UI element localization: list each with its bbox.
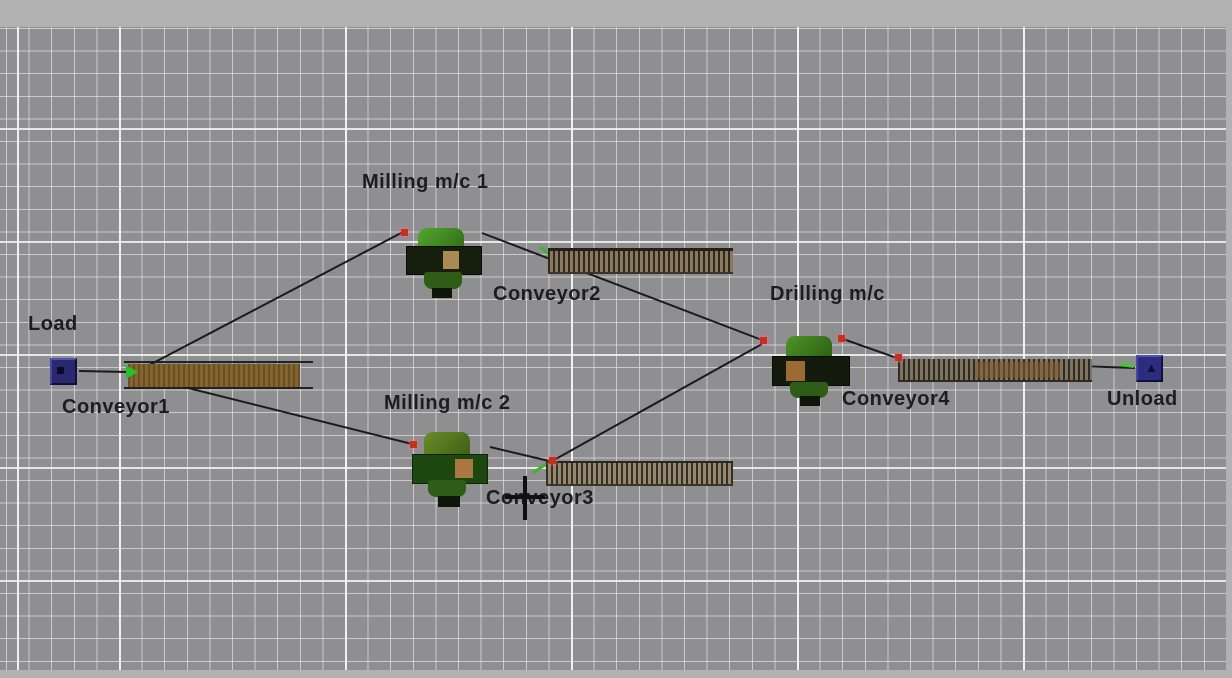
milling1-workpiece xyxy=(443,251,459,269)
node-marker-drilling-in xyxy=(760,337,767,344)
direction-tick-conveyor2 xyxy=(539,245,550,256)
milling-machine-1-icon[interactable] xyxy=(404,224,488,300)
milling2-base xyxy=(428,480,466,497)
link-drilling-conveyor4 xyxy=(842,338,898,359)
node-marker-conveyor3 xyxy=(549,457,556,464)
direction-tick-conveyor3 xyxy=(532,462,547,475)
milling2-workpiece xyxy=(455,459,473,478)
link-milling2-conveyor3 xyxy=(489,446,550,462)
node-marker-milling1 xyxy=(401,229,408,236)
top-margin-band xyxy=(0,0,1232,27)
label-conveyor4: Conveyor4 xyxy=(842,388,950,410)
link-conveyor3-drilling xyxy=(553,343,763,461)
label-drilling: Drilling m/c xyxy=(770,283,885,305)
load-part-dot xyxy=(57,367,64,374)
unload-part-mark: ▲ xyxy=(1145,360,1158,375)
node-marker-conveyor4 xyxy=(895,354,902,361)
conveyor1-entry-arrow-icon xyxy=(126,365,138,379)
conveyor4-patch xyxy=(975,362,1060,378)
drilling-workpiece xyxy=(786,361,805,381)
drilling-machine-icon[interactable] xyxy=(770,332,854,410)
crosshair-cursor xyxy=(505,495,545,499)
milling2-foot xyxy=(438,496,460,507)
label-load: Load xyxy=(28,313,78,335)
milling1-foot xyxy=(432,288,452,298)
link-milling1-drilling xyxy=(481,232,763,341)
conveyor3-icon[interactable] xyxy=(546,461,733,486)
conveyor1-icon[interactable] xyxy=(128,364,300,387)
load-station-icon[interactable] xyxy=(50,358,77,385)
conveyor2-icon[interactable] xyxy=(548,248,733,274)
unload-station-icon[interactable]: ▲ xyxy=(1136,355,1163,382)
bottom-margin-band xyxy=(0,670,1232,678)
label-milling2: Milling m/c 2 xyxy=(384,392,511,414)
drilling-base xyxy=(790,382,828,398)
milling2-head xyxy=(424,432,470,458)
direction-tick-unload xyxy=(1119,362,1135,368)
node-marker-drilling-out xyxy=(838,335,845,342)
link-load-conveyor1 xyxy=(78,370,130,373)
milling1-base xyxy=(424,272,462,289)
label-conveyor2: Conveyor2 xyxy=(493,283,601,305)
node-marker-milling2 xyxy=(410,441,417,448)
drilling-foot xyxy=(800,396,820,406)
label-milling1: Milling m/c 1 xyxy=(362,171,489,193)
label-unload: Unload xyxy=(1107,388,1178,410)
milling-machine-2-icon[interactable] xyxy=(410,428,494,510)
right-margin-band xyxy=(1226,0,1232,678)
label-conveyor1: Conveyor1 xyxy=(62,396,170,418)
link-conveyor1-milling1 xyxy=(135,231,404,373)
